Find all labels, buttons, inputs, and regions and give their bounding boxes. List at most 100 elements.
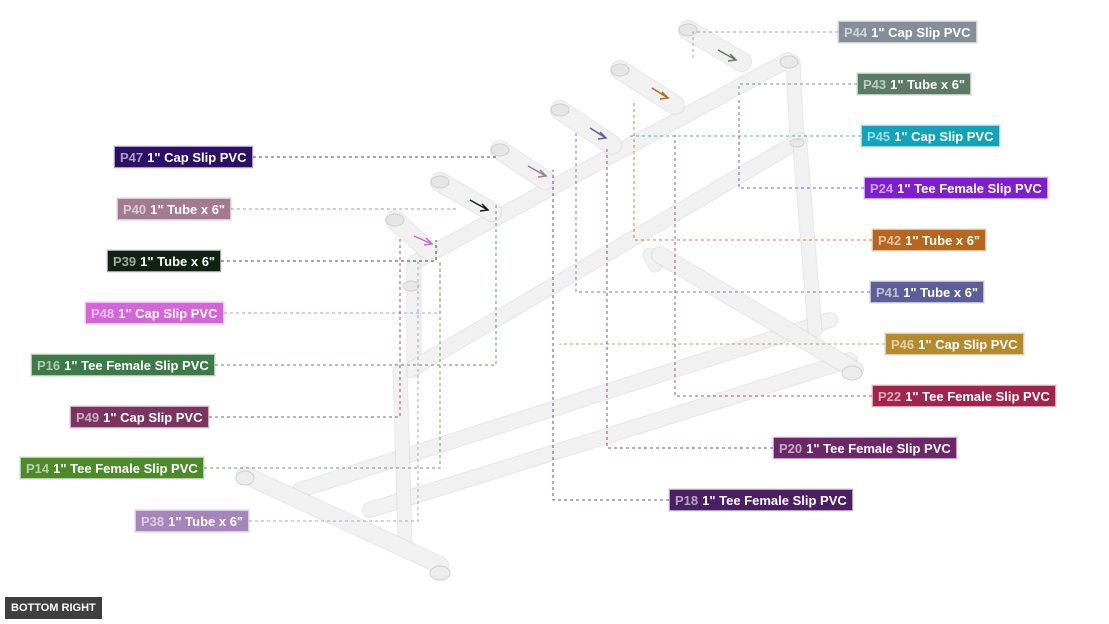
view-label[interactable]: BOTTOM RIGHT [5, 597, 102, 619]
leader-line-p41 [575, 130, 870, 293]
mid-joint [643, 248, 662, 272]
cap-end-5 [678, 23, 698, 37]
part-label: 1" Cap Slip PVC [871, 25, 971, 40]
part-id: P20 [779, 441, 803, 456]
part-id: P22 [878, 389, 902, 404]
foot-cap-right [429, 565, 451, 581]
part-id: P38 [141, 514, 165, 529]
part-label: 1" Cap Slip PVC [147, 150, 247, 165]
cap-end-4 [610, 63, 630, 77]
leader-line-p46 [559, 343, 885, 345]
top-manifold [408, 53, 795, 269]
right-foot [652, 247, 863, 378]
assembly-arrowhead-2 [537, 169, 548, 178]
part-id: P24 [870, 181, 894, 196]
part-label: 1" Tee Female Slip PVC [64, 358, 209, 373]
part-label: 1" Tee Female Slip PVC [905, 389, 1050, 404]
leader-line-p45 [629, 135, 861, 137]
cap-end-3 [550, 103, 570, 117]
foot-cap-back [841, 365, 863, 381]
cap-end-2 [490, 143, 510, 157]
cap-end-0 [385, 213, 405, 227]
part-id: P48 [91, 306, 115, 321]
leader-line-p49 [209, 237, 401, 418]
cap-stub-3 [551, 101, 621, 154]
part-id: P41 [876, 285, 900, 300]
part-label: 1" Tube x 6" [150, 202, 226, 217]
leader-line-p14 [204, 262, 441, 469]
cap-stub-2 [491, 141, 554, 189]
foot-cap-left [235, 470, 255, 486]
cap-end-1 [430, 175, 450, 189]
part-id: P43 [863, 77, 887, 92]
part-label: 1" Tube x 6" [168, 514, 244, 529]
assembly-arrowhead-4 [659, 91, 670, 100]
part-id: P42 [878, 233, 902, 248]
part-id: P16 [37, 358, 61, 373]
part-id: P44 [844, 25, 868, 40]
part-label: 1" Tube x 6" [905, 233, 981, 248]
upper-rail [403, 133, 807, 377]
part-label: 1" Tee Female Slip PVC [806, 441, 951, 456]
left-foot [237, 467, 448, 573]
left-leg [393, 363, 412, 547]
part-id: P40 [123, 202, 147, 217]
part-id: P47 [120, 150, 144, 165]
part-label: 1" Tube x 6" [140, 254, 216, 269]
part-id: P14 [26, 461, 50, 476]
part-label: 1" Cap Slip PVC [894, 129, 994, 144]
part-id: P45 [867, 129, 891, 144]
cap-stub-4 [611, 61, 684, 114]
part-label: 1" Cap Slip PVC [103, 410, 203, 425]
part-label: 1" Tee Female Slip PVC [897, 181, 1042, 196]
right-top-post [786, 55, 804, 147]
pvc-frame [235, 20, 864, 581]
part-label: 1" Cap Slip PVC [918, 337, 1018, 352]
leader-line-p39 [221, 240, 437, 262]
part-id: P49 [76, 410, 100, 425]
leader-line-p47 [253, 156, 498, 158]
assembly-arrow-2 [527, 165, 547, 177]
leader-line-p18 [552, 170, 669, 501]
leader-line-p40 [231, 208, 457, 210]
assembly-arrow-5 [717, 49, 737, 61]
leader-line-p20 [606, 148, 773, 449]
part-label: 1" Tee Female Slip PVC [53, 461, 198, 476]
assembly-arrowhead-0 [423, 237, 434, 246]
part-label: 1" Tee Female Slip PVC [702, 493, 847, 508]
assembly-arrowhead-1 [479, 203, 490, 212]
part-label: 1" Cap Slip PVC [118, 306, 218, 321]
assembly-arrowhead-5 [727, 53, 738, 62]
leader-line-p42 [633, 100, 872, 241]
assembly-arrow-0 [413, 235, 433, 245]
leader-line-p38 [249, 262, 419, 522]
assembly-arrow-1 [469, 199, 489, 211]
part-id: P39 [113, 254, 137, 269]
part-id: P46 [891, 337, 915, 352]
right-leg [793, 138, 822, 337]
part-label: 1" Tube x 6" [890, 77, 966, 92]
part-id: P18 [675, 493, 699, 508]
leader-lines [204, 31, 885, 522]
elbow-right [789, 138, 805, 148]
